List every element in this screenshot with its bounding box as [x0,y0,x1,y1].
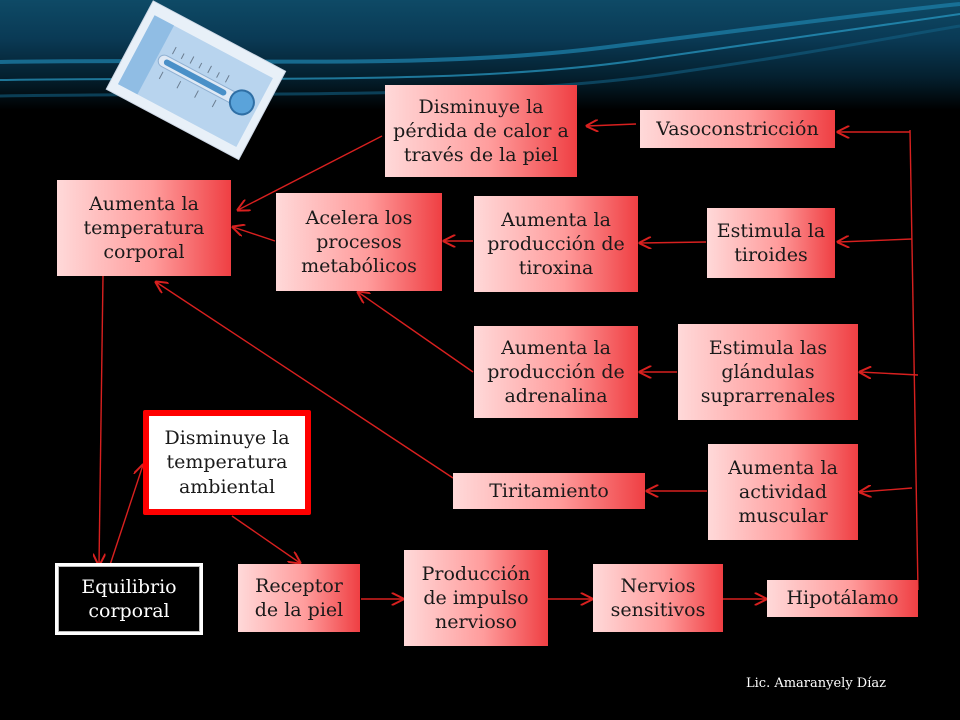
node-produccion-impulso: Producción de impulso nervioso [404,550,548,646]
arrow-equilibrio-to-disminuye [109,465,143,566]
arrow-to-tiroides [838,239,913,242]
arrow-to-suprarrenales [860,372,919,375]
arrow-tiritamiento-to-temperatura [156,282,454,479]
node-disminuye-temperatura: Disminuye la temperatura ambiental [143,410,311,515]
arrow-to-disminuye-perdida [587,124,637,126]
node-vasoconstriccion: Vasoconstricción [640,110,835,148]
thermometer-icon [105,0,287,161]
node-acelera-procesos: Acelera los procesos metabólicos [276,193,442,291]
node-estimula-suprarrenales: Estimula las glándulas suprarrenales [678,324,858,420]
node-tiritamiento: Tiritamiento [453,473,645,509]
arrow-perdida-to-temperatura [238,135,383,210]
node-disminuye-perdida: Disminuye la pérdida de calor a través d… [385,85,577,177]
arrow-to-tiroxina [640,242,707,243]
arrow-to-receptor [231,515,300,563]
node-receptor: Receptor de la piel [238,564,360,632]
arrow-adrenalina-to-acelera [358,292,474,373]
node-aumenta-adrenalina: Aumenta la producción de adrenalina [474,326,638,418]
arrow-temperatura-to-equilibrio [99,275,103,565]
node-estimula-tiroides: Estimula la tiroides [707,208,835,278]
arrow-acelera-to-temperatura [233,227,276,242]
arrow-to-actividad [860,488,913,492]
author-credit: Lic. Amaranyely Díaz [746,676,886,691]
node-aumenta-actividad: Aumenta la actividad muscular [708,444,858,540]
node-hipotalamo: Hipotálamo [767,580,918,617]
node-equilibrio: Equilibrio corporal [55,563,203,635]
node-aumenta-tiroxina: Aumenta la producción de tiroxina [474,196,638,292]
node-aumenta-temperatura: Aumenta la temperatura corporal [57,180,231,276]
node-nervios: Nervios sensitivos [593,564,723,632]
trunk-line [909,129,919,591]
